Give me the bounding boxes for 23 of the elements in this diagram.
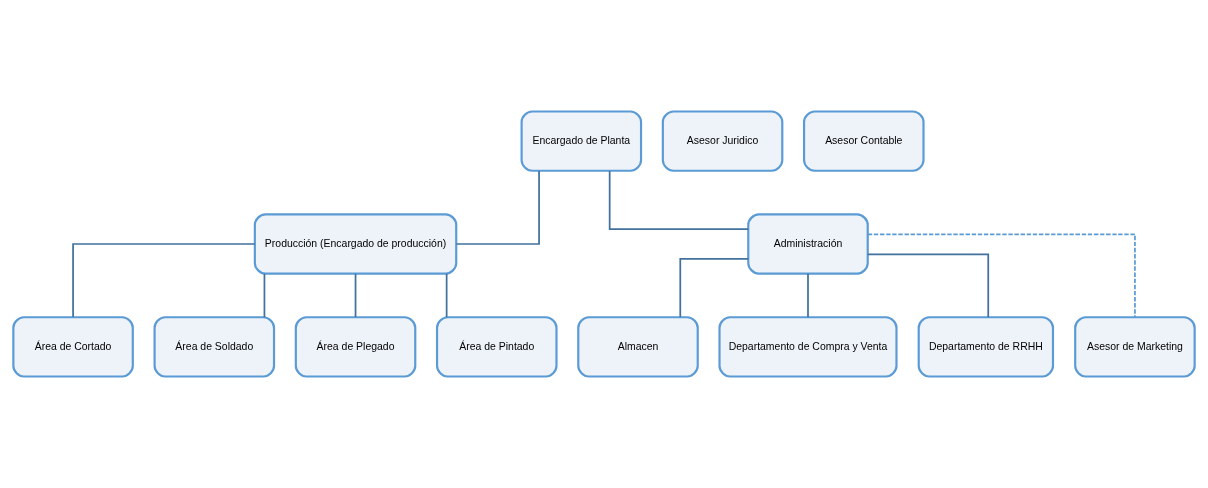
connector [72,243,256,318]
connector [867,233,1136,318]
node-box: Departamento de Compra y Venta [718,316,898,378]
node-box: Producción (Encargado de producción) [253,213,458,275]
node-box: Administración [747,213,869,275]
connector [866,253,990,318]
connector [445,272,448,319]
node-box: Área de Plegado [294,316,417,378]
node-box: Área de Cortado [12,316,134,378]
connector [807,272,809,319]
connector [455,170,540,245]
connector [608,170,750,231]
connector [354,272,357,319]
node-box: Área de Soldado [153,316,276,378]
connector [263,272,266,319]
node-box: Almacen [577,316,699,378]
connector [679,257,750,318]
node-box: Departamento de RRHH [917,316,1055,378]
node-box: Asesor de Marketing [1074,316,1196,378]
node-box: Asesor Juridico [661,110,784,172]
node-box: Área de Pintado [435,316,558,378]
node-box: Encargado de Planta [520,110,643,172]
node-box: Asesor Contable [803,110,925,172]
